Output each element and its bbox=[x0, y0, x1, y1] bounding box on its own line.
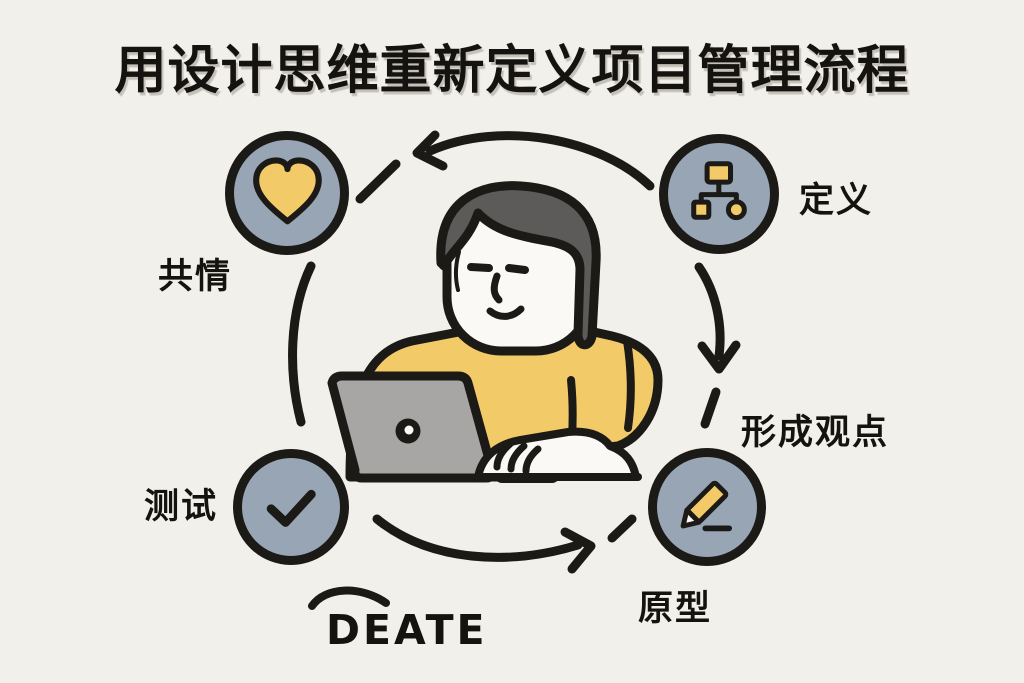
arrow-top-curve bbox=[425, 131, 655, 191]
laptop-logo-dot bbox=[404, 425, 414, 435]
node-prototype bbox=[648, 448, 766, 566]
nose bbox=[490, 272, 503, 304]
pencil-icon bbox=[680, 480, 733, 532]
person-illustration bbox=[327, 181, 663, 483]
arm-outline bbox=[623, 337, 635, 432]
hand bbox=[474, 427, 640, 481]
arc-left bbox=[288, 261, 316, 427]
arrow-right-head bbox=[697, 340, 741, 374]
arrow-bottom-curve bbox=[372, 514, 583, 562]
arrow-top-head bbox=[412, 130, 448, 171]
arc-above-ideate bbox=[308, 586, 390, 610]
dash-top-left bbox=[355, 159, 401, 204]
person-hair bbox=[436, 181, 601, 350]
page-title: 用设计思维重新定义项目管理流程 bbox=[114, 41, 910, 101]
label-ideate: DEATE bbox=[326, 606, 488, 654]
label-empathize: 共情 bbox=[158, 257, 233, 297]
right-eye bbox=[505, 264, 529, 274]
heart-icon bbox=[252, 156, 322, 224]
label-viewpoint: 形成观点 bbox=[741, 413, 890, 453]
label-test: 测试 bbox=[144, 487, 219, 527]
dash-right bbox=[700, 387, 721, 429]
check-icon bbox=[266, 489, 316, 527]
dash-bottom-right bbox=[607, 514, 637, 543]
label-define: 定义 bbox=[799, 181, 874, 221]
node-empathize bbox=[225, 131, 349, 255]
left-eye bbox=[467, 263, 493, 272]
mouth bbox=[486, 305, 525, 320]
arrow-right-curve bbox=[694, 262, 725, 361]
cycle-arrows bbox=[288, 130, 741, 610]
cheek-line bbox=[453, 250, 461, 292]
label-prototype: 原型 bbox=[638, 589, 713, 629]
node-test bbox=[233, 449, 349, 565]
node-define bbox=[659, 134, 779, 254]
fingers bbox=[493, 440, 542, 475]
face-features bbox=[453, 250, 529, 320]
arrow-bottom-head bbox=[560, 527, 596, 574]
org-chart-icon bbox=[691, 161, 748, 221]
